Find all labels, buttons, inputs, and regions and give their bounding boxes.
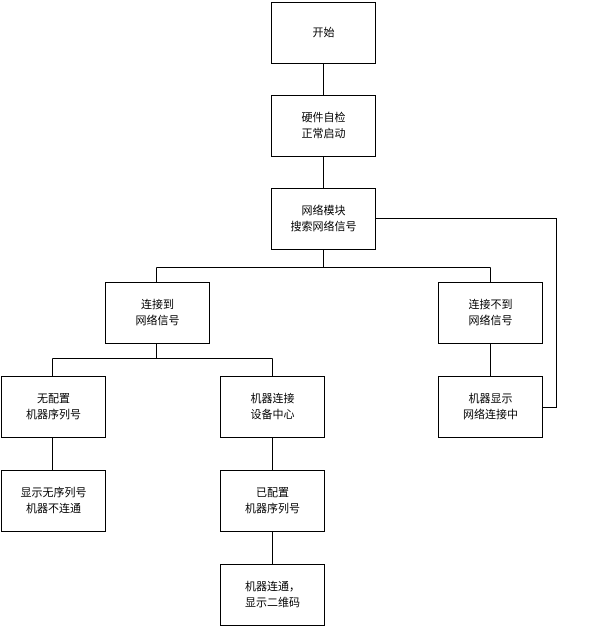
node-connected-line-2: 网络信号: [135, 314, 180, 327]
node-device-center: 机器连接 设备中心: [220, 376, 325, 438]
node-device-center-line-2: 设备中心: [250, 408, 295, 421]
node-network-search-line-2: 搜索网络信号: [290, 220, 357, 233]
node-device-center-line-1: 机器连接: [250, 392, 295, 405]
node-hardware-selfcheck: 硬件自检 正常启动: [271, 95, 376, 157]
node-show-no-serial-line-1: 显示无序列号: [20, 486, 87, 499]
node-has-serial-line-2: 机器序列号: [245, 502, 300, 515]
node-qr-code-line-2: 显示二维码: [245, 596, 300, 609]
node-no-serial-line-1: 无配置: [37, 392, 70, 405]
node-not-connected-line-2: 网络信号: [468, 314, 513, 327]
node-hardware-selfcheck-line-2: 正常启动: [301, 127, 346, 140]
node-show-no-serial: 显示无序列号 机器不连通: [1, 470, 106, 532]
node-show-connecting-line-1: 机器显示: [468, 392, 513, 405]
node-qr-code-line-1: 机器连通，: [245, 580, 300, 593]
node-network-search: 网络模块 搜索网络信号: [271, 188, 376, 250]
node-has-serial-line-1: 已配置: [256, 486, 289, 499]
node-has-serial: 已配置 机器序列号: [220, 470, 325, 532]
node-not-connected: 连接不到 网络信号: [438, 282, 543, 344]
node-qr-code: 机器连通， 显示二维码: [220, 564, 325, 626]
node-network-search-line-1: 网络模块: [301, 204, 346, 217]
node-start: 开始: [271, 2, 376, 64]
node-show-connecting-line-2: 网络连接中: [463, 408, 518, 421]
node-no-serial-line-2: 机器序列号: [26, 408, 81, 421]
connector-search-loop: [376, 218, 557, 408]
node-show-connecting: 机器显示 网络连接中: [438, 376, 543, 438]
node-hardware-selfcheck-line-1: 硬件自检: [301, 111, 346, 124]
node-no-serial: 无配置 机器序列号: [1, 376, 106, 438]
node-connected-line-1: 连接到: [141, 298, 174, 311]
node-connected: 连接到 网络信号: [105, 282, 210, 344]
node-start-line-1: 开始: [312, 26, 335, 39]
node-show-no-serial-line-2: 机器不连通: [26, 502, 81, 515]
node-not-connected-line-1: 连接不到: [468, 298, 513, 311]
